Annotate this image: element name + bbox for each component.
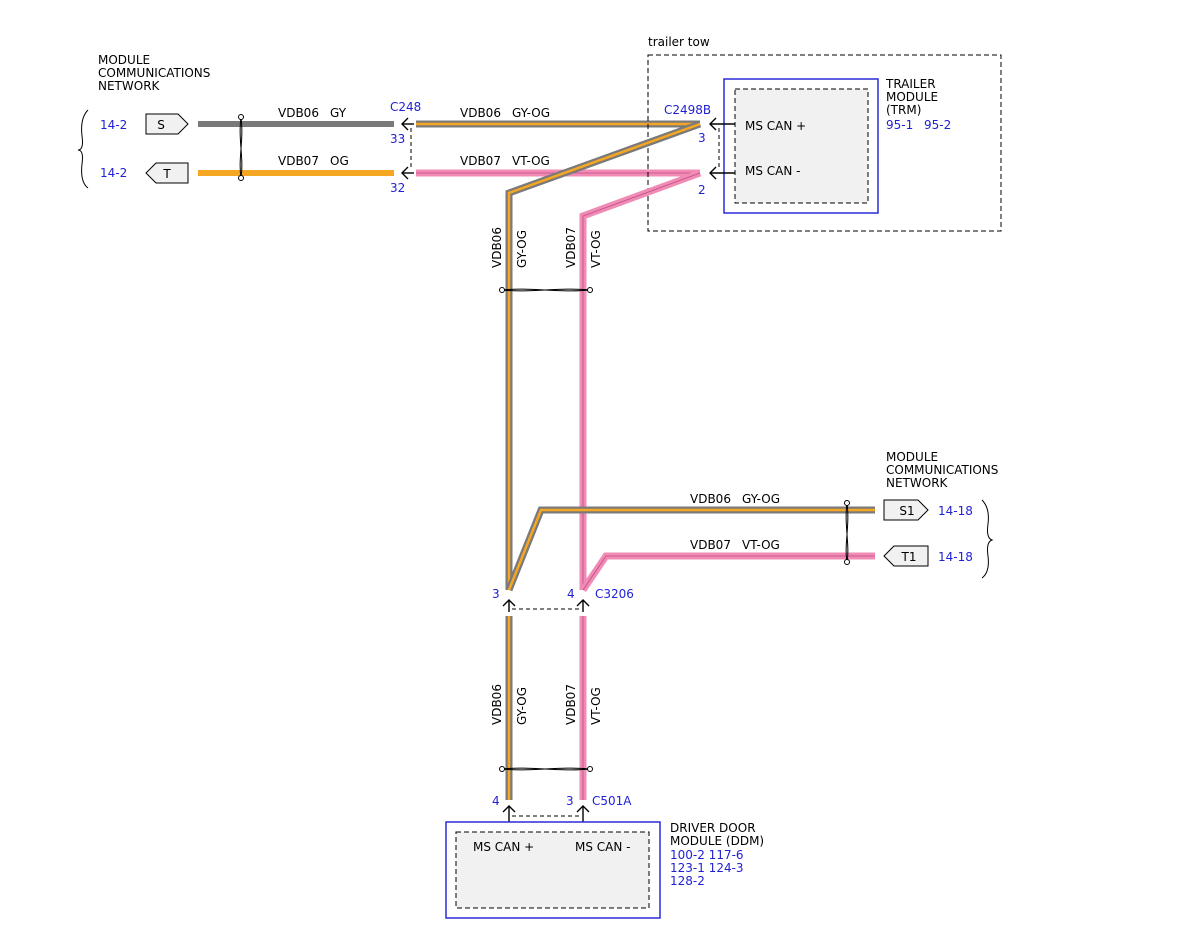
tag-s1: S1 (883, 499, 929, 521)
trm-pin-plus: MS CAN + (745, 119, 806, 133)
wire-left-top-circuit: VDB06 (278, 106, 319, 120)
svg-text:C501A: C501A (592, 794, 632, 808)
trailer-module[interactable]: MS CAN + MS CAN - (723, 78, 879, 214)
twist-symbol-right (844, 500, 850, 565)
left-network-title-line2: COMMUNICATIONS (98, 66, 210, 80)
right-ref-t1[interactable]: 14-18 (938, 550, 973, 564)
ddm-pin-minus: MS CAN - (575, 840, 631, 854)
wire-low1-circuit: VDB06 (490, 684, 504, 725)
wire-low2-circuit: VDB07 (564, 684, 578, 725)
svg-text:3: 3 (566, 794, 574, 808)
wire-right-gy-og-inner (507, 508, 875, 591)
wire-mid-top-circuit: VDB06 (460, 106, 501, 120)
connector-c3206[interactable]: 3 4 C3206 (492, 587, 634, 612)
wire-left-bottom-circuit: VDB07 (278, 154, 319, 168)
svg-text:3: 3 (698, 131, 706, 145)
right-network-title-line1: MODULE (886, 450, 938, 464)
svg-text:C2498B: C2498B (664, 103, 711, 117)
tag-t1: T1 (883, 545, 929, 567)
ddm-title-line2: MODULE (DDM) (670, 834, 764, 848)
trm-ref-1[interactable]: 95-1 (886, 118, 913, 132)
left-ref-t[interactable]: 14-2 (100, 166, 127, 180)
wire-low1-color: GY-OG (515, 687, 529, 725)
trm-title-line2: MODULE (886, 90, 938, 104)
twist-symbol-left (238, 114, 244, 181)
left-brace (77, 109, 89, 189)
wire-mid-bottom-circuit: VDB07 (460, 154, 501, 168)
right-network-title-line2: COMMUNICATIONS (886, 463, 998, 477)
svg-text:4: 4 (492, 794, 500, 808)
tag-s: S (145, 113, 189, 135)
svg-text:S1: S1 (899, 504, 914, 518)
left-network-label: MODULE COMMUNICATIONS NETWORK (98, 53, 210, 93)
wire-right-bottom-color: VT-OG (742, 538, 780, 552)
svg-text:32: 32 (390, 181, 405, 195)
svg-text:T: T (162, 167, 171, 181)
left-network-title-line1: MODULE (98, 53, 150, 67)
wire-left-bottom-color: OG (330, 154, 349, 168)
ddm-ref-line1[interactable]: 100-2 117-6 (670, 848, 744, 862)
wire-mid-top-color: GY-OG (512, 106, 550, 120)
right-network-title-line3: NETWORK (886, 476, 949, 490)
wire-mid-bottom-color: VT-OG (512, 154, 550, 168)
left-network-title-line3: NETWORK (98, 79, 161, 93)
trm-pin-minus: MS CAN - (745, 164, 801, 178)
wire-right-bottom-circuit: VDB07 (690, 538, 731, 552)
svg-text:C3206: C3206 (595, 587, 634, 601)
ddm-ref-line2[interactable]: 123-1 124-3 (670, 861, 744, 875)
right-ref-s1[interactable]: 14-18 (938, 504, 973, 518)
wire-left-top-color: GY (330, 106, 347, 120)
twist-symbol-upper (499, 287, 593, 293)
svg-text:3: 3 (492, 587, 500, 601)
wire-vert2-color: VT-OG (589, 230, 603, 268)
trm-ref-2[interactable]: 95-2 (924, 118, 951, 132)
twist-symbol-lower (499, 766, 593, 772)
svg-text:2: 2 (698, 183, 706, 197)
svg-text:T1: T1 (901, 550, 917, 564)
ddm-ref-line3[interactable]: 128-2 (670, 874, 705, 888)
trm-title-line3: (TRM) (886, 103, 921, 117)
connector-c248[interactable]: C248 33 32 (390, 100, 421, 195)
wire-right-top-circuit: VDB06 (690, 492, 731, 506)
wire-right-top-color: GY-OG (742, 492, 780, 506)
right-brace (981, 499, 994, 579)
ddm-module[interactable]: MS CAN + MS CAN - (445, 821, 661, 919)
svg-text:S: S (157, 118, 165, 132)
connector-c2498b[interactable]: C2498B 3 2 (664, 103, 735, 197)
trailer-zone-label: trailer tow (648, 35, 710, 49)
wire-right-vt-og (580, 552, 875, 592)
wire-vert2-circuit: VDB07 (564, 227, 578, 268)
wire-vert1-color: GY-OG (515, 230, 529, 268)
ddm-pin-plus: MS CAN + (473, 840, 534, 854)
wire-branch-gy-og-inner (507, 122, 701, 590)
tag-t: T (145, 162, 189, 184)
svg-text:4: 4 (567, 587, 575, 601)
svg-text:33: 33 (390, 132, 405, 146)
right-network-label: MODULE COMMUNICATIONS NETWORK (886, 450, 998, 490)
left-ref-s[interactable]: 14-2 (100, 118, 127, 132)
wire-vert1-circuit: VDB06 (490, 227, 504, 268)
trm-title-line1: TRAILER (885, 77, 936, 91)
ddm-title-line1: DRIVER DOOR (670, 821, 756, 835)
wire-low2-color: VT-OG (589, 687, 603, 725)
svg-text:C248: C248 (390, 100, 421, 114)
